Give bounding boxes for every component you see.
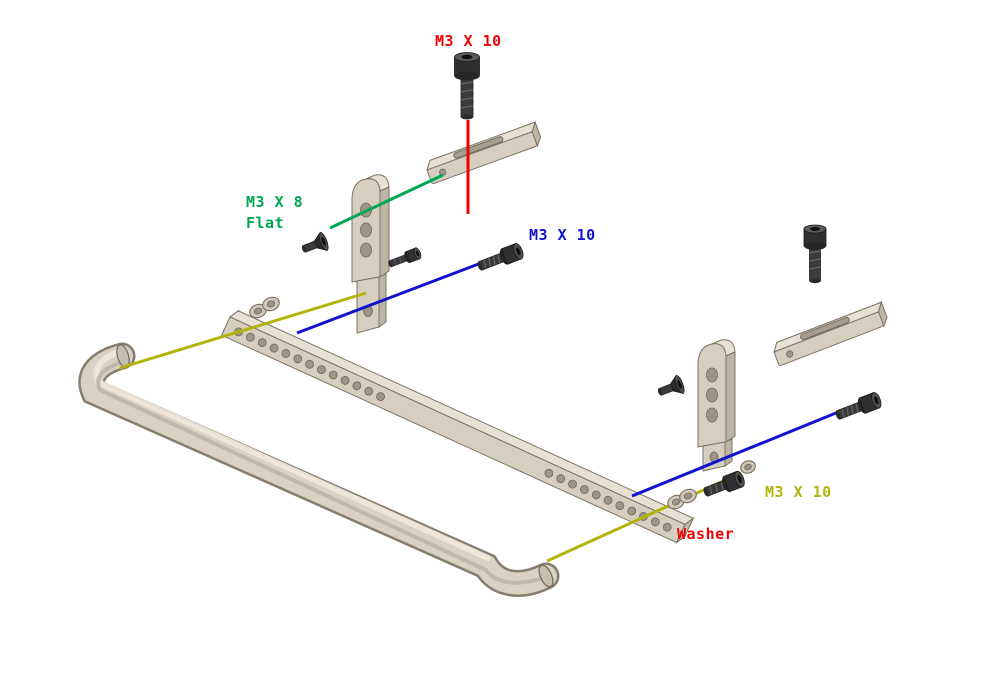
tube-bumper-bar [78,342,560,597]
callout-line-blue-right [631,402,859,498]
clamp-plate-left [426,120,542,185]
label-washer: Washer [677,525,734,543]
callout-line-yellow-left [119,291,367,370]
screw-m3x10-right [835,392,882,420]
label-side-screw: M3 X 10 [529,226,596,244]
screw-m3x10-bracket-left [388,247,422,268]
screw-m3x8-flat-left [301,231,329,253]
callout-line-green [329,173,444,230]
washers-left [249,296,280,319]
washer-bracket-right [740,460,756,474]
label-top-screw: M3 X 10 [435,32,502,50]
screw-m3x10-right-top [803,224,827,284]
label-flat-screw-line1: M3 X 8 [246,193,303,211]
screw-m3x10-top [454,52,480,120]
rail-holes-right [544,468,672,532]
clamp-plate-right [773,300,888,366]
label-flat-screw-line2: Flat [246,214,284,232]
drilled-rail [220,309,695,545]
screw-m3x10-washer [703,470,745,497]
mount-bracket-right [697,339,736,472]
washers-right [667,488,697,510]
label-bottom-screw: M3 X 10 [765,483,832,501]
screw-m3x10-left [477,243,524,271]
rail-holes-left [234,327,385,401]
tube-end-cap-right [538,564,554,588]
screw-m3x8-flat-right [657,374,685,396]
